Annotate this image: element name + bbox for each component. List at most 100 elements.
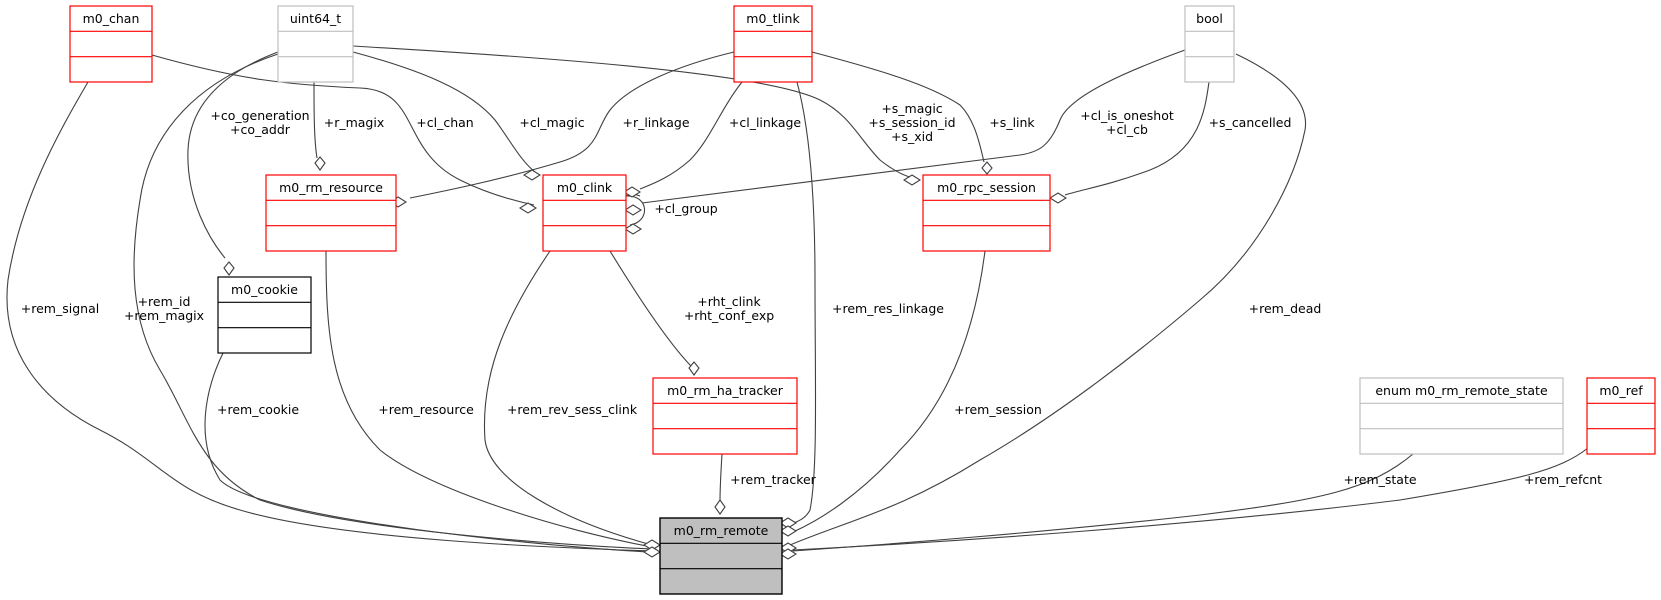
edge-label-cl-linkage: +cl_linkage [729,115,802,130]
edge-label-rht-clink: +rht_clink+rht_conf_exp [684,294,774,323]
edge-label-rem-signal: +rem_signal [21,301,99,316]
class-node-m0-clink[interactable]: m0_clink [542,174,627,252]
diamond-icon [688,361,700,376]
class-box [217,276,312,354]
class-box [1184,5,1235,83]
class-box [542,174,627,252]
edge-rem-signal [6,81,653,552]
edge-cl-chan [151,54,535,206]
edge-label-line: +rem_state [1343,472,1416,487]
edge-label-line: +cl_chan [416,115,473,130]
class-node-m0-tlink[interactable]: m0_tlink [733,5,813,83]
class-node-m0-rm-remote[interactable]: m0_rm_remote [659,517,783,595]
class-node-enum-m0-rm-remote-state[interactable]: enum m0_rm_remote_state [1359,377,1564,455]
edge-label-rem-dead: +rem_dead [1249,301,1322,316]
edge-label-line: +rht_conf_exp [684,308,774,323]
edge-label-rem-refcnt: +rem_refcnt [1524,472,1602,487]
class-name: m0_chan [83,11,140,26]
edge-label-line: +rem_session [954,402,1042,417]
class-node-m0-rm-ha-tracker[interactable]: m0_rm_ha_tracker [652,377,798,455]
edge-label-s-magic: +s_magic+s_session_id+s_xid [868,101,955,144]
edge-label-rem-tracker: +rem_tracker [730,472,817,487]
edge-label-line: +co_generation [210,108,309,123]
edge-rht-clink [609,250,694,369]
edge-label-line: +cl_cb [1106,122,1148,137]
edge-label-line: +rem_cookie [217,402,299,417]
edge-label-r-linkage: +r_linkage [622,115,689,130]
diamond-icon [623,223,643,235]
edge-rem-refcnt [792,447,1589,551]
edge-label-cl-magic: +cl_magic [519,115,584,130]
class-node-uint64-t[interactable]: uint64_t [277,5,354,83]
edge-rem-rev-sess-clink [483,250,653,546]
class-node-m0-ref[interactable]: m0_ref [1586,377,1656,455]
class-box [1586,377,1656,455]
edge-labels: +co_generation+co_addr +r_magix +cl_chan +c… [21,101,1602,487]
edge-label-r-magix: +r_magix [324,115,385,130]
edge-label-line: +rem_rev_sess_clink [507,402,638,417]
edge-label-line: +co_addr [230,122,291,137]
class-box [659,517,783,595]
edge-s-link [811,51,985,163]
edge-label-line: +rem_tracker [730,472,817,487]
class-nodes: m0_chan uint64_t m0_tlink bool m0_rm_resourc… [69,5,1656,595]
edge-label-line: +s_cancelled [1209,115,1292,130]
edge-label-cl-group: +cl_group [654,201,717,216]
class-name: bool [1196,11,1223,26]
class-name: m0_clink [557,180,613,195]
edge-label-line: +cl_linkage [729,115,802,130]
edge-rem-res-linkage [791,81,817,525]
class-name: m0_rm_resource [279,180,383,195]
edge-label-line: +r_magix [324,115,385,130]
edge-label-line: +cl_magic [519,115,584,130]
class-box [733,5,813,83]
aggregation-markers [223,156,1068,560]
edge-label-rem-cookie: +rem_cookie [217,402,299,417]
diamond-icon [1048,192,1068,204]
diamond-icon [522,169,542,181]
edge-label-line: +rht_clink [697,294,761,309]
edge-label-cl-is-oneshot: +cl_is_oneshot+cl_cb [1080,108,1174,137]
edge-label-line: +s_session_id [868,115,955,130]
diamond-icon [314,156,326,171]
edge-rem-resource [325,250,653,548]
edge-rem-dead [789,53,1307,546]
edge-rem-session [792,250,986,533]
edge-cl-magic [352,51,536,173]
class-name: m0_tlink [746,11,800,26]
edge-label-rem-res-linkage: +rem_res_linkage [832,301,944,316]
class-node-m0-cookie[interactable]: m0_cookie [217,276,312,354]
edge-label-rem-rev-sess-clink: +rem_rev_sess_clink [507,402,638,417]
diamond-icon [518,202,538,214]
edge-label-co-generation: +co_generation+co_addr [210,108,309,137]
edge-label-cl-chan: +cl_chan [416,115,473,130]
diamond-icon [623,204,643,216]
edge-label-line: +rem_refcnt [1524,472,1602,487]
edge-label-line: +r_linkage [622,115,689,130]
diamond-icon [642,546,662,558]
edge-cl-is-oneshot [641,49,1186,204]
class-node-bool[interactable]: bool [1184,5,1235,83]
edge-label-rem-state: +rem_state [1343,472,1416,487]
edge-s-cancelled [1064,81,1210,196]
class-box [69,5,153,83]
class-node-m0-chan[interactable]: m0_chan [69,5,153,83]
edge-label-line: +rem_magix [124,308,204,323]
edge-label-line: +s_link [989,115,1035,130]
class-name: m0_rm_remote [674,523,769,538]
edge-co-generation [187,51,279,259]
class-node-m0-rpc-session[interactable]: m0_rpc_session [922,174,1051,252]
edge-cl-linkage [639,81,743,190]
diamond-icon [902,174,922,186]
edge-label-line: +rem_dead [1249,301,1322,316]
class-box [277,5,354,83]
edge-label-line: +rem_id [138,294,191,309]
class-name: m0_rm_ha_tracker [667,383,784,398]
edge-rem-state [792,453,1414,552]
edge-label-line: +rem_resource [378,402,474,417]
edge-label-line: +rem_res_linkage [832,301,944,316]
class-node-m0-rm-resource[interactable]: m0_rm_resource [265,174,397,252]
edge-label-line: +cl_is_oneshot [1080,108,1174,123]
class-box [265,174,397,252]
edge-label-rem-resource: +rem_resource [378,402,474,417]
